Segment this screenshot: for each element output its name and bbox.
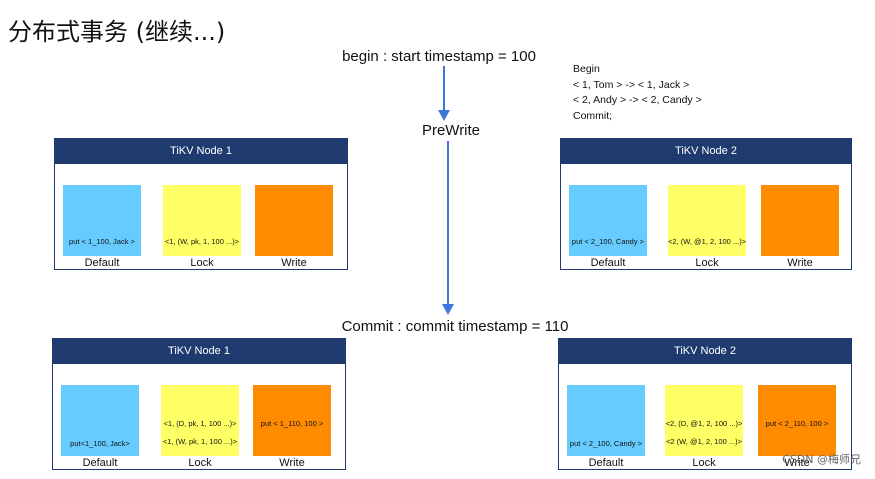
node-header: TiKV Node 2 bbox=[561, 139, 851, 164]
default-cell: put < 2_100, Candy > bbox=[569, 185, 647, 256]
begin-label: begin : start timestamp = 100 bbox=[342, 48, 536, 65]
prewrite-label: PreWrite bbox=[421, 122, 481, 139]
commit-node-2: TiKV Node 2 put < 2_100, Candy > <2, (D,… bbox=[558, 338, 852, 470]
arrow-prewrite-to-commit bbox=[442, 141, 454, 315]
column-label-default: Default bbox=[590, 257, 626, 269]
transaction-line: Begin bbox=[573, 63, 600, 75]
transaction-block: Begin < 1, Tom > -> < 1, Jack > < 2, And… bbox=[573, 62, 702, 124]
write-entry: put < 2_110, 100 > bbox=[765, 419, 829, 428]
column-label-default: Default bbox=[588, 457, 624, 469]
column-label-lock: Lock bbox=[692, 457, 716, 469]
lock-entry: <1, (W, pk, 1, 100 ...)> bbox=[164, 237, 240, 246]
default-entry: put<1_100, Jack> bbox=[70, 439, 130, 448]
lock-entry: <2 (W, @1, 2, 100 ...)> bbox=[666, 437, 742, 446]
transaction-line: < 1, Tom > -> < 1, Jack > bbox=[573, 78, 690, 91]
column-label-default: Default bbox=[82, 457, 118, 469]
column-label-write: Write bbox=[784, 457, 810, 469]
lock-entry: <1, (W, pk, 1, 100 ...)> bbox=[162, 437, 238, 446]
commit-node-1: TiKV Node 1 put<1_100, Jack> <1, (D, pk,… bbox=[52, 338, 346, 470]
lock-entry: <1, (D, pk, 1, 100 ...)> bbox=[163, 419, 237, 428]
commit-label: Commit : commit timestamp = 110 bbox=[341, 318, 569, 335]
node-header: TiKV Node 1 bbox=[55, 139, 347, 164]
prewrite-node-2: TiKV Node 2 put < 2_100, Candy > <2, (W,… bbox=[560, 138, 852, 270]
watermark: CSDN @梅师兄 bbox=[782, 453, 861, 466]
column-label-default: Default bbox=[84, 257, 120, 269]
column-label-write: Write bbox=[281, 257, 307, 269]
default-entry: put < 1_100, Jack > bbox=[69, 237, 135, 246]
default-cell: put < 2_100, Candy > bbox=[567, 385, 645, 456]
column-label-lock: Lock bbox=[695, 257, 719, 269]
write-entry: put < 1_110, 100 > bbox=[260, 419, 324, 428]
write-cell: put < 2_110, 100 > bbox=[758, 385, 836, 456]
prewrite-node-1: TiKV Node 1 put < 1_100, Jack > <1, (W, … bbox=[54, 138, 348, 270]
default-cell: put<1_100, Jack> bbox=[61, 385, 139, 456]
node-header: TiKV Node 2 bbox=[559, 339, 851, 364]
page-title: 分布式事务 (继续...) bbox=[8, 18, 226, 46]
node-header: TiKV Node 1 bbox=[53, 339, 345, 364]
write-cell bbox=[255, 185, 333, 256]
lock-entry: <2, (D, @1, 2, 100 ...)> bbox=[665, 419, 743, 428]
transaction-line: Commit; bbox=[573, 109, 613, 122]
lock-cell: <2, (D, @1, 2, 100 ...)> <2 (W, @1, 2, 1… bbox=[665, 385, 743, 456]
default-entry: put < 2_100, Candy > bbox=[571, 237, 645, 246]
column-label-lock: Lock bbox=[188, 457, 212, 469]
transaction-line: < 2, Andy > -> < 2, Candy > bbox=[573, 94, 702, 106]
column-label-lock: Lock bbox=[190, 257, 214, 269]
write-cell: put < 1_110, 100 > bbox=[253, 385, 331, 456]
lock-entry: <2, (W, @1, 2, 100 ...)> bbox=[668, 237, 747, 246]
default-entry: put < 2_100, Candy > bbox=[569, 439, 643, 448]
default-cell: put < 1_100, Jack > bbox=[63, 185, 141, 256]
lock-cell: <2, (W, @1, 2, 100 ...)> bbox=[668, 185, 746, 256]
lock-cell: <1, (W, pk, 1, 100 ...)> bbox=[163, 185, 241, 256]
column-label-write: Write bbox=[787, 257, 813, 269]
lock-cell: <1, (D, pk, 1, 100 ...)> <1, (W, pk, 1, … bbox=[161, 385, 239, 456]
column-label-write: Write bbox=[279, 457, 305, 469]
arrow-begin-to-prewrite bbox=[438, 66, 450, 121]
write-cell bbox=[761, 185, 839, 256]
